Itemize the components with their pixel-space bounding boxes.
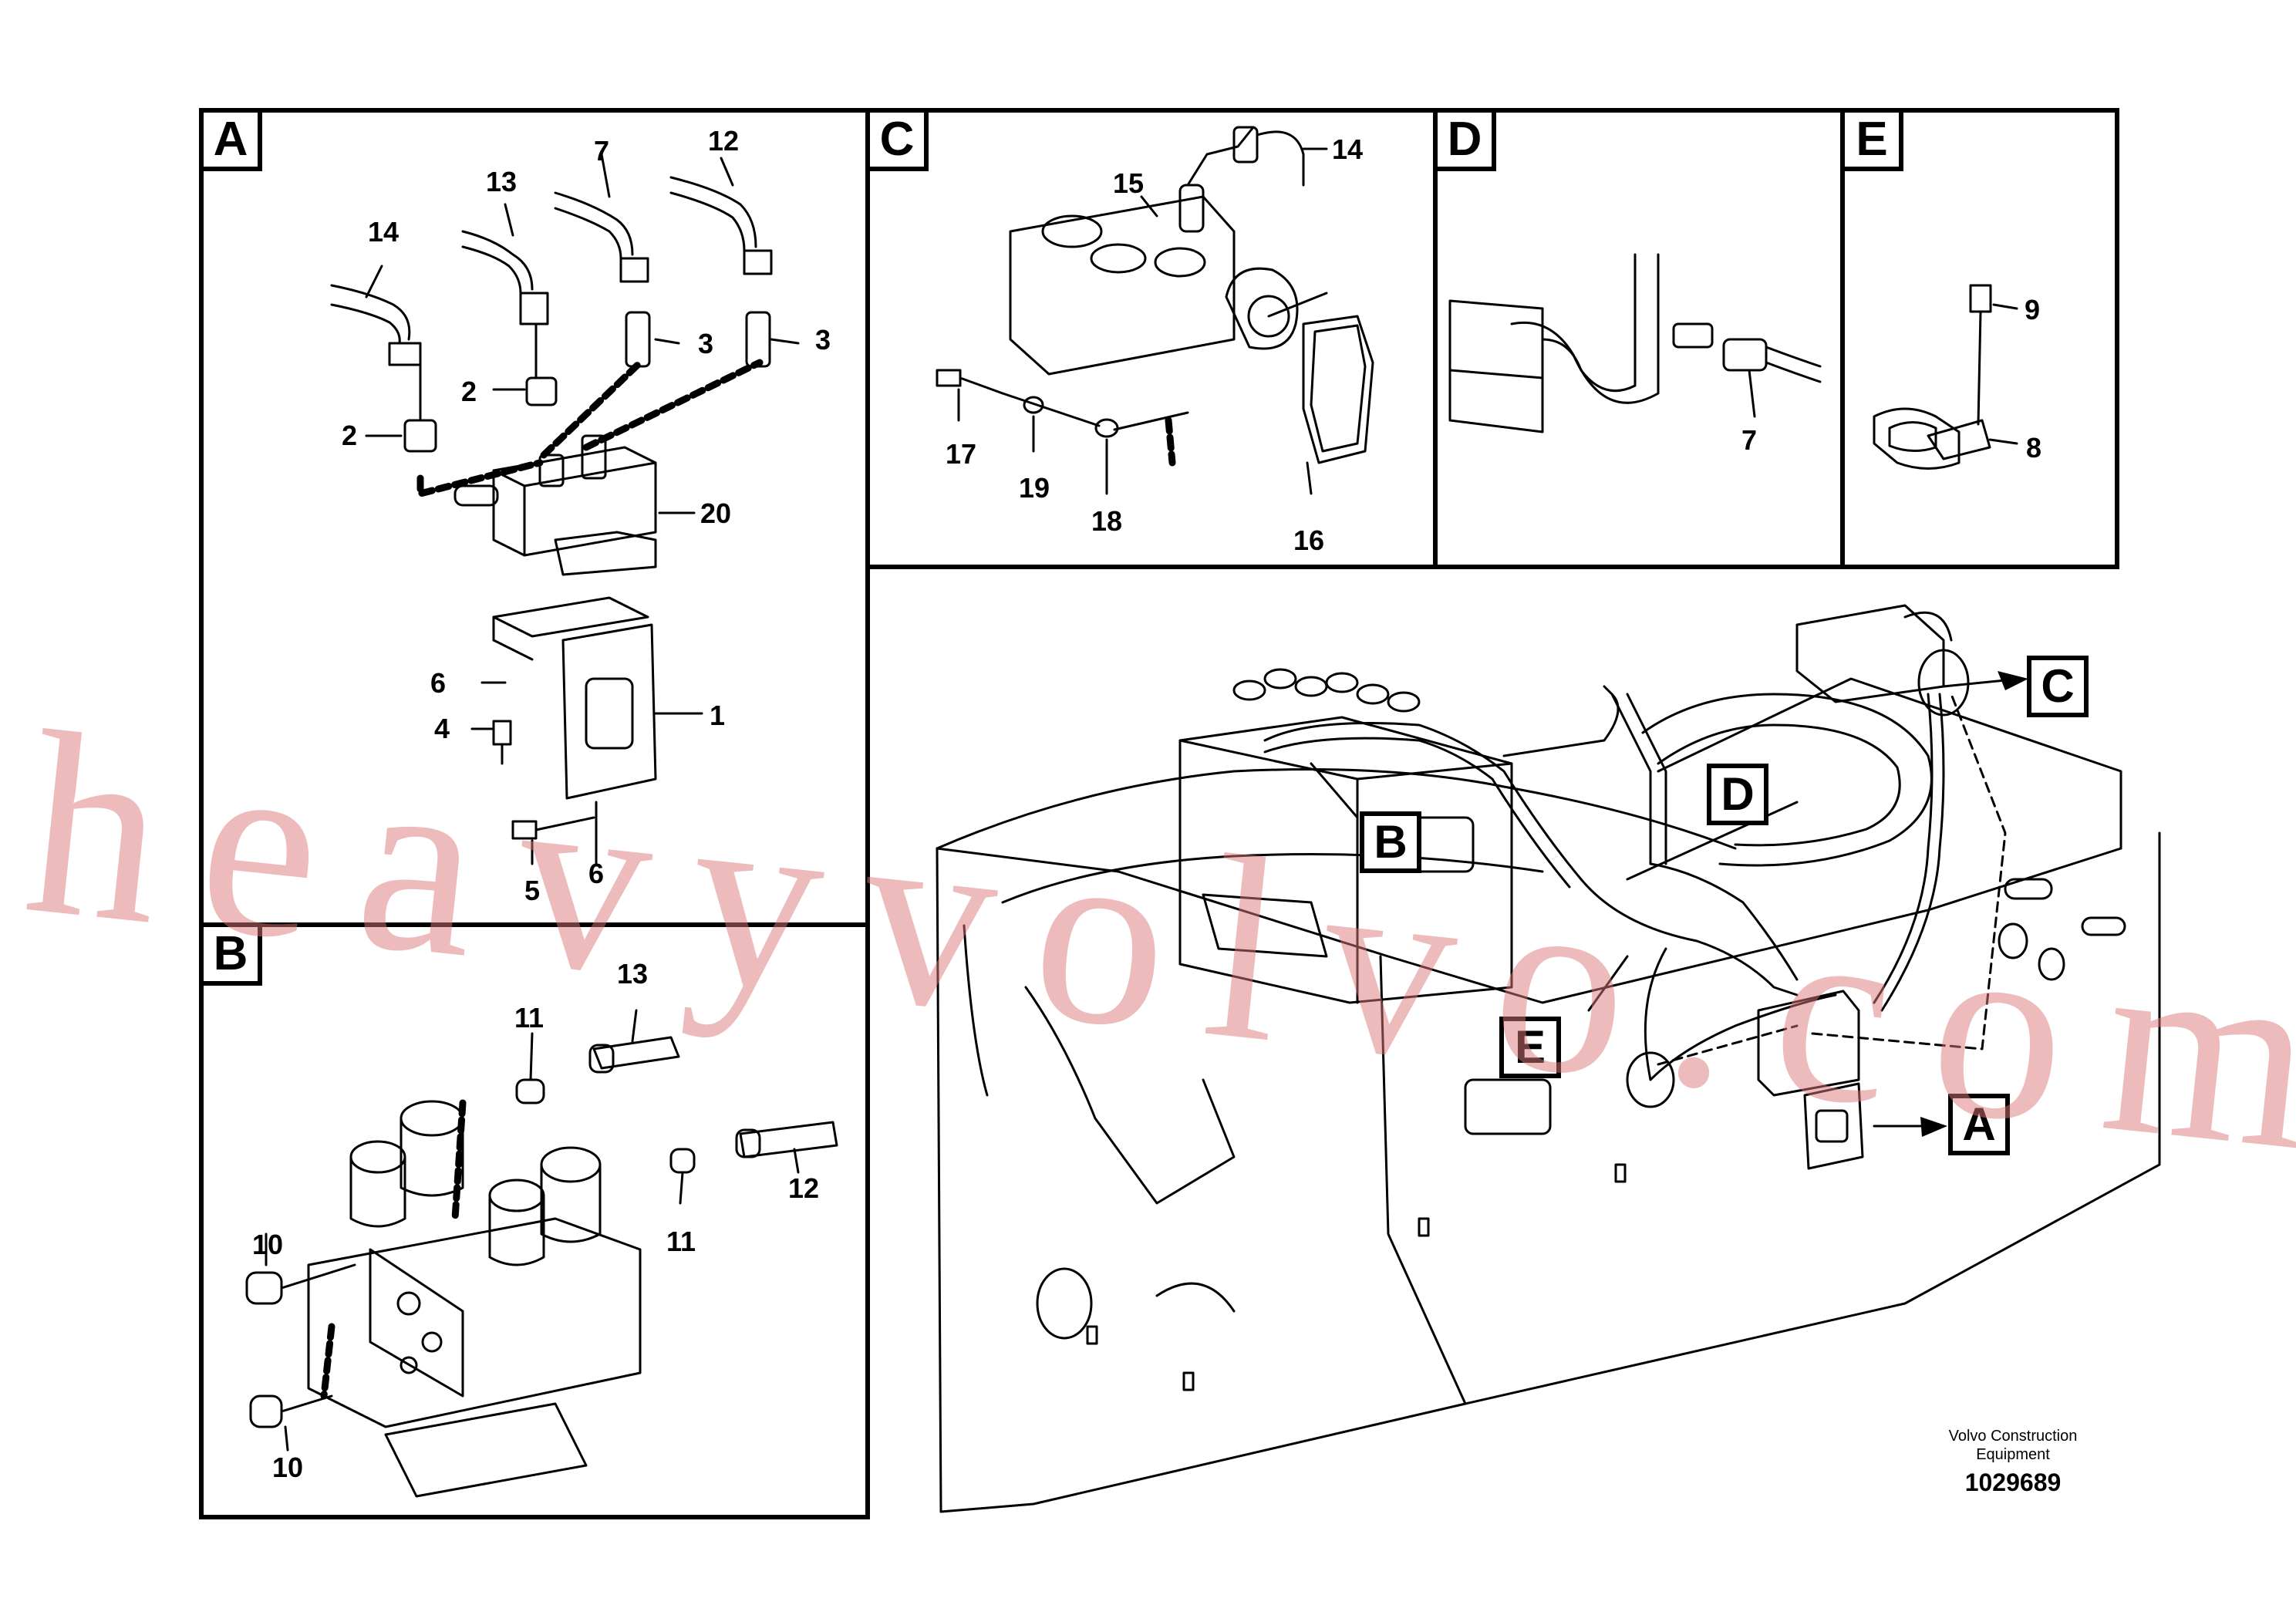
part-number-label: 9 (2025, 294, 2041, 325)
detail-panel-c: C (865, 108, 1438, 569)
part-number-label: 11 (514, 1002, 544, 1034)
overview-drawing (936, 604, 2161, 1513)
detail-panel-a: A (199, 108, 870, 927)
panel-tag-d: D (1433, 108, 1496, 171)
panel-c-drawing (936, 126, 1374, 495)
part-number-label: 8 (2026, 432, 2042, 464)
part-number-label: 10 (272, 1452, 304, 1483)
part-number-label: 5 (524, 875, 541, 906)
overview-callout-d: D (1707, 764, 1768, 825)
panel-a-drawing (330, 153, 800, 865)
footer: Volvo Construction Equipment 1029689 (1913, 1427, 2113, 1497)
part-number-label: 2 (461, 376, 477, 407)
part-number-label: 4 (434, 713, 450, 744)
detail-panel-d: D (1433, 108, 1845, 569)
part-number-label: 2 (342, 420, 358, 451)
overview-dashed-lines (1657, 693, 2007, 1066)
part-number-label: 11 (666, 1226, 696, 1257)
part-number-label: 19 (1019, 472, 1050, 504)
part-number-label: 17 (946, 438, 977, 470)
part-number-label: 10 (252, 1229, 284, 1260)
panel-d-drawing (1448, 253, 1822, 433)
part-number-label: 7 (594, 135, 610, 167)
detail-panel-e: E (1840, 108, 2119, 569)
overview-callout-c: C (2027, 656, 2089, 717)
detail-panel-b: B (199, 922, 870, 1519)
part-number-label: 12 (788, 1172, 820, 1204)
footer-caption-line2: Equipment (1976, 1446, 2050, 1463)
panel-tag-e: E (1840, 108, 1903, 171)
part-number-label: 1 (710, 700, 726, 731)
overview-callout-b: B (1360, 811, 1421, 873)
part-number-label: 3 (815, 324, 831, 356)
illustration-code: 1029689 (1964, 1469, 2062, 1496)
part-number-label: 14 (368, 216, 400, 248)
part-number-label: 7 (1741, 424, 1758, 456)
part-number-label: 14 (1332, 133, 1364, 165)
overview-callout-a: A (1948, 1094, 2010, 1155)
part-number-label: 6 (588, 858, 605, 889)
part-number-label: 3 (698, 328, 714, 359)
part-number-label: 18 (1091, 505, 1123, 537)
part-number-label: 12 (708, 125, 740, 157)
part-number-label: 13 (486, 166, 518, 197)
panel-tag-b: B (199, 922, 262, 986)
footer-caption-line1: Volvo Construction (1948, 1428, 2078, 1445)
part-number-label: 15 (1113, 167, 1145, 199)
panel-tag-c: C (865, 108, 929, 171)
part-number-label: 6 (430, 667, 447, 699)
panel-e-drawing (1873, 284, 2018, 470)
part-number-label: 13 (617, 958, 649, 990)
panel-tag-a: A (199, 108, 262, 171)
part-number-label: 20 (700, 497, 732, 529)
part-number-label: 16 (1293, 524, 1325, 556)
panel-b-drawing (245, 1009, 838, 1498)
overview-callout-e: E (1499, 1017, 1561, 1078)
